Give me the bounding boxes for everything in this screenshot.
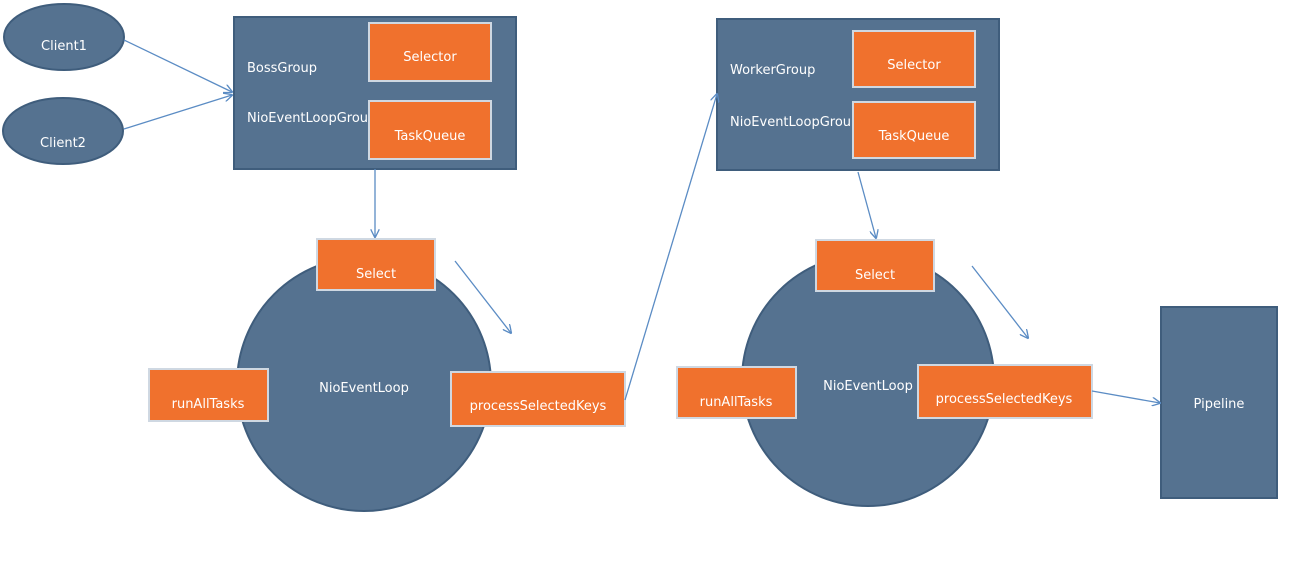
arrow-client2-to-boss (123, 95, 232, 130)
worker-group-type: NioEventLoopGroup (730, 115, 859, 130)
worker-selector-label: Selector (887, 58, 941, 73)
worker-select-label: Select (855, 268, 895, 283)
boss-processselectedkeys-box: processSelectedKeys (450, 371, 626, 427)
boss-group-type: NioEventLoopGroup (247, 111, 376, 126)
client2-label: Client2 (40, 136, 86, 151)
arrow-worker-keys-to-pipeline (1091, 390, 1160, 403)
worker-taskqueue-box: TaskQueue (852, 101, 976, 159)
arrow-boss-loop-cycle (454, 260, 511, 333)
worker-processselectedkeys-label: processSelectedKeys (936, 392, 1073, 407)
boss-runalltasks-label: runAllTasks (172, 397, 245, 412)
worker-processselectedkeys-box: processSelectedKeys (917, 364, 1093, 419)
worker-event-loop: NioEventLoop Select runAllTasks processS… (676, 239, 1093, 507)
boss-loop-label: NioEventLoop (319, 381, 409, 396)
worker-group-name: WorkerGroup (730, 63, 815, 78)
boss-select-box: Select (316, 238, 436, 291)
boss-selector-box: Selector (368, 22, 492, 82)
worker-runalltasks-label: runAllTasks (700, 395, 773, 410)
worker-taskqueue-label: TaskQueue (878, 129, 950, 144)
boss-runalltasks-box: runAllTasks (148, 368, 269, 422)
boss-taskqueue-label: TaskQueue (394, 129, 466, 144)
arrow-worker-to-select (857, 171, 876, 238)
pipeline-box: Pipeline (1160, 306, 1278, 499)
worker-loop-label: NioEventLoop (823, 379, 913, 394)
boss-group-box: BossGroup NioEventLoopGroup Selector Tas… (233, 16, 517, 170)
arrow-boss-keys-to-worker (624, 94, 717, 401)
worker-selector-box: Selector (852, 30, 976, 88)
boss-select-label: Select (356, 267, 396, 282)
pipeline-label: Pipeline (1194, 397, 1245, 412)
boss-processselectedkeys-label: processSelectedKeys (470, 399, 607, 414)
worker-group-box: WorkerGroup NioEventLoopGroup Selector T… (716, 18, 1000, 171)
worker-runalltasks-box: runAllTasks (676, 366, 797, 419)
boss-selector-label: Selector (403, 50, 457, 65)
client1-node: Client1 (3, 3, 125, 71)
arrow-worker-loop-cycle (971, 265, 1028, 338)
client1-label: Client1 (41, 39, 87, 54)
boss-group-name: BossGroup (247, 61, 317, 76)
arrow-client1-to-boss (123, 39, 232, 92)
boss-taskqueue-box: TaskQueue (368, 100, 492, 160)
boss-event-loop: NioEventLoop Select runAllTasks processS… (148, 238, 626, 512)
worker-select-box: Select (815, 239, 935, 292)
client2-node: Client2 (2, 97, 124, 165)
